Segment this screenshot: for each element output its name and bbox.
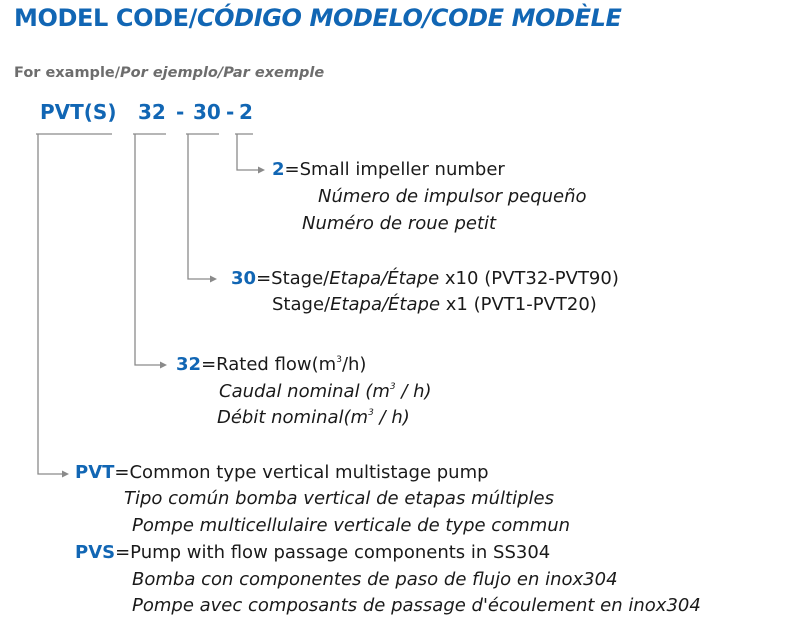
arrow-impeller <box>258 166 265 174</box>
arrow-flow <box>160 361 167 369</box>
impeller-fr: Numéro de roue petit <box>302 213 497 234</box>
flow-es: Caudal nominal (m3 / h) <box>219 381 432 402</box>
bracket-stage <box>186 133 219 280</box>
code-stage: 30 <box>193 100 221 124</box>
flow-fr: Débit nominal(m3 / h) <box>217 407 410 428</box>
pvt-fr: Pompe multicellulaire verticale de type … <box>132 515 571 536</box>
code-series: PVT(S) <box>40 100 117 124</box>
stage-line: 30=Stage/Etapa/Étape x10 (PVT32-PVT90) <box>231 268 619 289</box>
code-dash-2: - <box>226 100 235 124</box>
pvt-line: PVT=Common type vertical multistage pump <box>75 462 489 483</box>
impeller-line: 2=Small impeller number <box>272 159 505 180</box>
bracket-impeller <box>235 133 258 171</box>
code-flow: 32 <box>138 100 166 124</box>
pvs-line: PVS=Pump with flow passage components in… <box>75 542 551 563</box>
example-label: For example/Por ejemplo/Par exemple <box>14 65 325 81</box>
impeller-es: Número de impulsor pequeño <box>318 186 587 207</box>
stage-line-2: Stage/Etapa/Étape x1 (PVT1-PVT20) <box>272 294 597 315</box>
pvs-fr: Pompe avec composants de passage d'écoul… <box>132 595 701 616</box>
page-title: MODEL CODE/CÓDIGO MODELO/CODE MODÈLE <box>14 4 622 32</box>
bracket-flow <box>133 133 166 366</box>
pvt-es: Tipo común bomba vertical de etapas múlt… <box>124 488 554 509</box>
arrow-stage <box>210 275 217 283</box>
arrow-series <box>62 470 69 478</box>
pvs-es: Bomba con componentes de paso de flujo e… <box>132 569 618 590</box>
flow-line: 32=Rated flow(m3/h) <box>176 354 367 375</box>
code-impeller: 2 <box>239 100 253 124</box>
bracket-series <box>36 133 112 475</box>
code-dash-1: - <box>176 100 185 124</box>
